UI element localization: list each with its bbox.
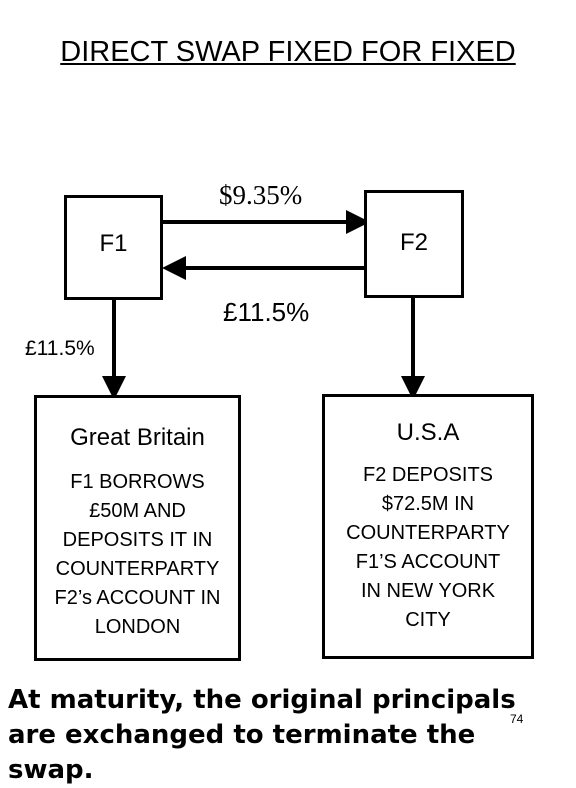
usa-heading: U.S.A bbox=[396, 419, 460, 446]
usa-text: F2 DEPOSITS $72.5M IN COUNTERPARTY F1’S … bbox=[346, 464, 510, 631]
rate-f1-down: £11.5% bbox=[25, 337, 95, 360]
page-number: 74 bbox=[510, 712, 524, 726]
party-f1-box: F1 bbox=[64, 195, 163, 300]
usa-panel: U.S.A F2 DEPOSITS $72.5M IN COUNTERPARTY… bbox=[322, 394, 534, 659]
party-f2-label: F2 bbox=[399, 229, 428, 256]
great-britain-heading: Great Britain bbox=[70, 424, 205, 451]
page-title: DIRECT SWAP FIXED FOR FIXED bbox=[60, 36, 516, 68]
party-f1-label: F1 bbox=[99, 230, 128, 257]
flow-arrows bbox=[102, 210, 425, 400]
rate-f2-to-f1: £11.5% bbox=[223, 297, 310, 327]
party-f2-box: F2 bbox=[364, 190, 464, 298]
great-britain-panel: Great Britain F1 BORROWS £50M AND DEPOSI… bbox=[34, 395, 241, 661]
footer-note: At maturity, the original principals are… bbox=[8, 685, 516, 785]
great-britain-text: F1 BORROWS £50M AND DEPOSITS IT IN COUNT… bbox=[54, 471, 221, 638]
rate-f1-to-f2: $9.35% bbox=[219, 180, 303, 210]
